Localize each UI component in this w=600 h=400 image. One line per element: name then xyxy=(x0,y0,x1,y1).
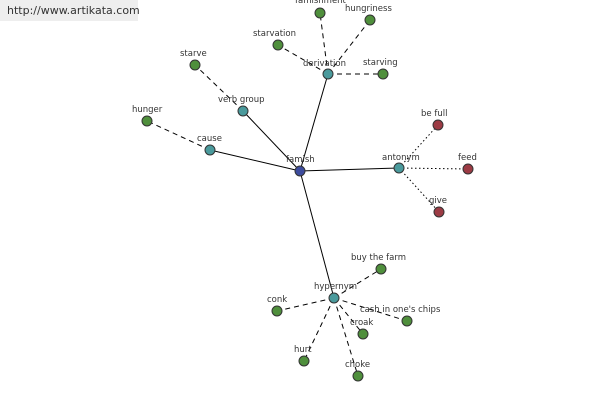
edge-derivation-hungriness xyxy=(327,19,371,75)
edge-famish-antonym xyxy=(299,167,400,172)
label-conk: conk xyxy=(267,295,287,305)
edge-famish-hypernym xyxy=(299,170,335,299)
node-verb-group[interactable] xyxy=(237,105,249,117)
label-antonym: antonym xyxy=(382,153,420,163)
label-hunger: hunger xyxy=(132,105,163,115)
label-buy-the-farm: buy the farm xyxy=(351,253,406,263)
site-watermark: http://www.artikata.com xyxy=(0,0,140,21)
edge-hypernym-choke xyxy=(333,297,359,377)
label-hurt: hurt xyxy=(294,345,312,355)
node-conk[interactable] xyxy=(271,305,283,317)
edge-hypernym-croak xyxy=(333,297,364,335)
node-cause[interactable] xyxy=(204,144,216,156)
edge-famish-cause xyxy=(209,149,301,172)
node-give[interactable] xyxy=(433,206,445,218)
edges-layer xyxy=(146,12,469,377)
edge-hypernym-hurt xyxy=(303,297,335,362)
label-feed: feed xyxy=(458,153,477,163)
edge-hypernym-cash-in-ones-chips xyxy=(333,297,408,322)
edge-antonym-feed xyxy=(398,167,469,170)
node-starve[interactable] xyxy=(189,59,201,71)
node-cash-in-ones-chips[interactable] xyxy=(401,315,413,327)
node-hungriness[interactable] xyxy=(364,14,376,26)
labels-layer: famish derivation verb group cause antonym hy… xyxy=(132,0,477,370)
label-choke: choke xyxy=(345,360,370,370)
label-cause: cause xyxy=(197,134,222,144)
edge-derivation-starvation xyxy=(277,44,329,75)
label-derivation: derivation xyxy=(303,59,346,69)
label-starving: starving xyxy=(363,58,398,68)
edge-antonym-be-full xyxy=(398,124,439,169)
node-famishment[interactable] xyxy=(314,7,326,19)
label-croak: croak xyxy=(350,318,373,328)
label-hungriness: hungriness xyxy=(345,4,392,14)
node-hunger[interactable] xyxy=(141,115,153,127)
label-hypernym: hypernym xyxy=(314,282,357,292)
edge-verb-group-starve xyxy=(194,64,244,112)
label-starvation: starvation xyxy=(253,29,296,39)
node-starvation[interactable] xyxy=(272,39,284,51)
node-starving[interactable] xyxy=(377,68,389,80)
label-starve: starve xyxy=(180,49,207,59)
node-croak[interactable] xyxy=(357,328,369,340)
edge-derivation-famishment xyxy=(319,12,329,75)
node-antonym[interactable] xyxy=(393,162,405,174)
node-buy-the-farm[interactable] xyxy=(375,263,387,275)
node-choke[interactable] xyxy=(352,370,364,382)
edge-cause-hunger xyxy=(146,120,211,151)
label-give: give xyxy=(429,196,447,206)
label-cash-in-ones-chips: cash in one's chips xyxy=(360,305,441,315)
node-derivation[interactable] xyxy=(322,68,334,80)
nodes-layer xyxy=(141,7,474,382)
label-famish: famish xyxy=(286,155,315,165)
label-verb-group: verb group xyxy=(218,95,265,105)
edge-famish-verb-group xyxy=(242,110,301,172)
node-famish[interactable] xyxy=(294,165,306,177)
edge-famish-derivation xyxy=(299,73,329,172)
label-be-full: be full xyxy=(421,109,447,119)
node-be-full[interactable] xyxy=(432,119,444,131)
edge-hypernym-conk xyxy=(276,297,335,312)
node-feed[interactable] xyxy=(462,163,474,175)
label-famishment: famishment xyxy=(295,0,347,6)
edge-hypernym-buy-the-farm xyxy=(333,268,382,299)
node-hypernym[interactable] xyxy=(328,292,340,304)
node-hurt[interactable] xyxy=(298,355,310,367)
